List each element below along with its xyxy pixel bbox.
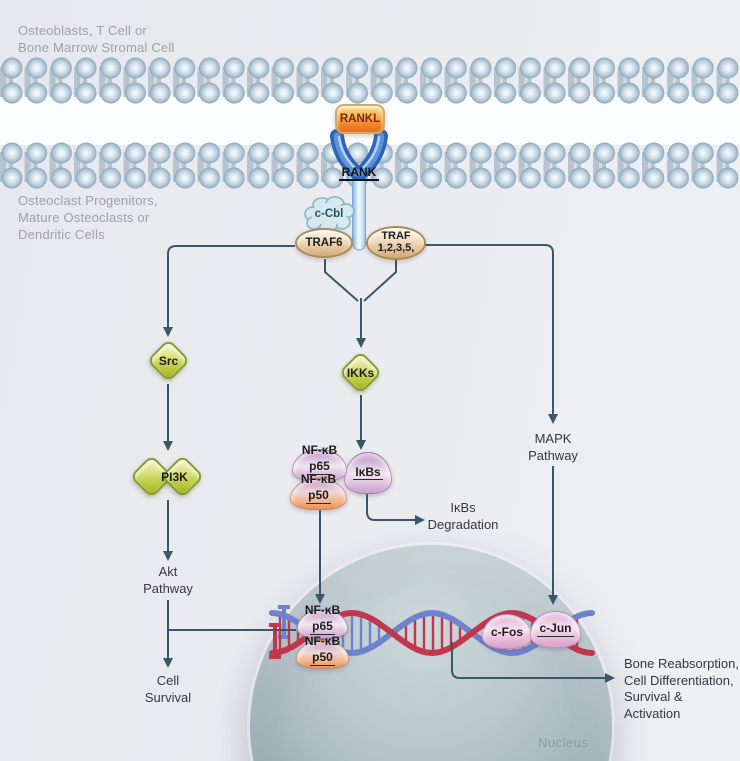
outcome-label: Bone Reabsorption, Cell Differentiation,… — [624, 656, 739, 722]
outcome-line1: Bone Reabsorption, — [624, 656, 739, 671]
node-traf6: TRAF6 — [295, 228, 353, 258]
node-nfkb-p50: NF-κB p50 — [290, 472, 347, 510]
mapk-line2: Pathway — [528, 447, 578, 463]
bottom-cell-label: Osteoclast Progenitors, Mature Osteoclas… — [18, 192, 158, 243]
akt-line1: Akt — [158, 564, 178, 579]
akt-pathway-label: Akt Pathway — [132, 564, 204, 597]
ikbs-degradation-line1: IκBs — [450, 500, 476, 515]
node-c-cbl: c-Cbl — [301, 195, 357, 233]
node-c-fos: c-Fos — [482, 614, 532, 649]
p65-label: p65 — [307, 459, 332, 475]
lipid-head-row — [0, 55, 740, 83]
arrow-dna-to-outcome — [451, 642, 615, 683]
cell-survival-line1: Cell — [156, 673, 180, 688]
node-c-fos-label: c-Fos — [490, 624, 523, 639]
cell-membrane-top — [0, 55, 740, 109]
node-traf-line2: 1,2,3,5, — [377, 242, 415, 254]
rank-receptor-shape — [330, 129, 388, 251]
node-rankl-label: RANKL — [339, 113, 381, 125]
node-pi3k-label: PI3K — [161, 469, 188, 484]
nfkb-label: NF-κB — [304, 634, 341, 648]
node-c-jun-label: c-Jun — [537, 621, 574, 637]
cloud-shape — [304, 196, 355, 233]
node-rank-label: RANK — [338, 165, 380, 181]
cell-survival-label: Cell Survival — [132, 673, 204, 706]
nfkb-label: NF-κB — [304, 603, 341, 617]
node-ikks-label: IKKs — [346, 365, 375, 380]
line-traf-merge — [363, 260, 397, 302]
node-rankl: RANKL — [335, 104, 385, 134]
node-traf-1235: TRAF 1,2,3,5, — [366, 226, 426, 260]
node-src-label: Src — [158, 353, 179, 368]
arrow-traf6-to-src — [163, 245, 295, 337]
line-traf6-merge — [324, 259, 359, 302]
arrow-traf-to-mapk — [424, 244, 558, 424]
bottom-cell-line2: Mature Osteoclasts or — [18, 210, 150, 225]
top-cell-label: Osteoblasts, T Cell or Bone Marrow Strom… — [18, 22, 175, 56]
ikbs-degradation-label: IκBs Degradation — [422, 500, 504, 533]
p50-label: p50 — [310, 650, 335, 666]
node-src: Src — [146, 338, 191, 383]
p65-label: p65 — [310, 619, 335, 635]
node-traf6-label: TRAF6 — [305, 236, 343, 249]
node-c-cbl-label: c-Cbl — [314, 208, 344, 220]
cell-survival-line2: Survival — [144, 689, 192, 705]
mapk-pathway-label: MAPK Pathway — [517, 431, 589, 464]
node-nfkb-p50-nuclear: NF-κB p50 — [296, 634, 349, 669]
nfkb-label: NF-κB — [301, 443, 338, 457]
nucleus-label: Nucleus — [538, 735, 589, 750]
top-cell-line1: Osteoblasts, T Cell or — [18, 23, 147, 38]
node-pi3k: PI3K — [160, 454, 205, 499]
outcome-line2: Cell Differentiation, — [624, 672, 734, 688]
node-ikbs-label: IκBs — [353, 464, 383, 481]
outcome-line3: Survival & Activation — [624, 689, 683, 721]
bottom-cell-line1: Osteoclast Progenitors, — [18, 193, 158, 208]
mapk-line1: MAPK — [534, 431, 572, 446]
ikbs-degradation-line2: Degradation — [427, 516, 499, 532]
lipid-head-row — [0, 80, 740, 108]
bottom-cell-line3: Dendritic Cells — [18, 227, 105, 242]
node-c-jun: c-Jun — [530, 611, 581, 648]
p50-label: p50 — [306, 488, 331, 504]
nfkb-label: NF-κB — [300, 472, 337, 486]
node-ikks: IKKs — [338, 350, 383, 395]
arrow-ikbs-degradation — [366, 494, 425, 525]
node-rank-label-wrap: RANK — [331, 163, 387, 181]
akt-line2: Pathway — [143, 580, 193, 596]
node-nfkb-p65-nuclear: NF-κB p65 — [297, 603, 348, 639]
node-traf-line1: TRAF — [381, 230, 411, 243]
node-ikbs: IκBs — [344, 452, 392, 494]
top-cell-line2: Bone Marrow Stromal Cell — [18, 40, 175, 55]
